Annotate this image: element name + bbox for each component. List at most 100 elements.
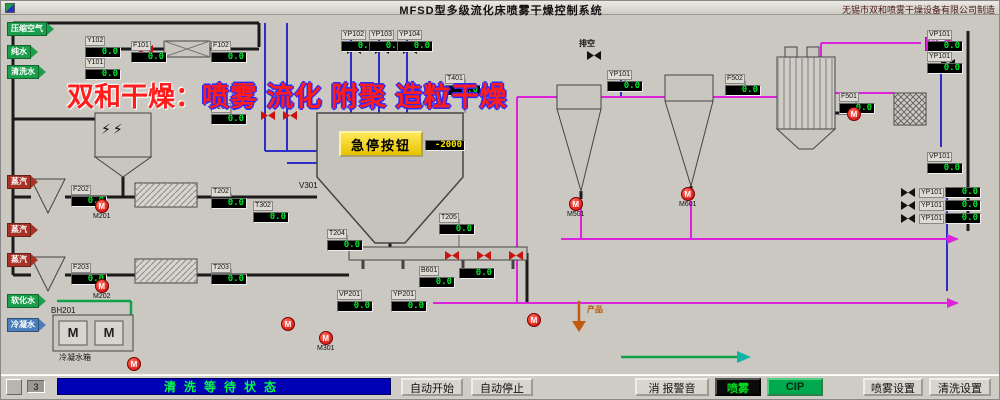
value-readout: 0.0 [439, 224, 475, 235]
product-label: 产品 [587, 305, 603, 314]
pump-tower-discharge[interactable]: M [847, 107, 861, 121]
tag-label: T202 [211, 187, 231, 197]
pump-icon: M [318, 331, 333, 345]
cip-mode-button[interactable]: CIP [767, 378, 823, 396]
pump-product[interactable]: M [527, 313, 541, 327]
callout-label: 软化水 [7, 293, 39, 308]
inlet-soft-water: 软化水 [7, 293, 46, 308]
window-title: MFSD型多级流化床喷雾干燥控制系统 [399, 5, 603, 17]
tag-label: B601 [419, 266, 440, 276]
auto-stop-button[interactable]: 自动停止 [471, 378, 533, 396]
emergency-stop-button[interactable]: 急停按钮 [339, 131, 423, 157]
value-readout: -2000 [425, 140, 465, 151]
callout-label: 蒸汽 [7, 252, 31, 267]
filter-bolt-icon: ⚡⚡ [101, 121, 125, 137]
pump-tag: M201 [93, 213, 111, 220]
valve-icon[interactable] [261, 111, 275, 120]
pump-tag: M202 [93, 293, 111, 300]
pump-tag: M301 [317, 345, 335, 352]
valve-icon[interactable] [901, 201, 915, 210]
value-readout: 0.0 [131, 52, 167, 63]
tag-label: T203 [211, 263, 231, 273]
value-readout: 0.0 [327, 240, 363, 251]
pump-icon: M [527, 313, 541, 327]
valve-icon[interactable] [477, 251, 491, 260]
spray-settings-button[interactable]: 喷雾设置 [863, 378, 923, 396]
tag-label: T204 [327, 229, 347, 239]
pump-feed-1[interactable]: M [281, 317, 295, 331]
callout-label: 蒸汽 [7, 222, 31, 237]
tag-label: YP201 [391, 290, 417, 300]
valve-icon[interactable] [283, 111, 297, 120]
tag-label: F501 [839, 92, 859, 102]
pump-icon: M [680, 187, 695, 201]
valve-icon[interactable] [901, 188, 915, 197]
title-bar: MFSD型多级流化床喷雾干燥控制系统 无锡市双和喷雾干燥设备有限公司制造 [1, 1, 999, 17]
value-readout: 0.0 [945, 213, 982, 224]
vent-label: 排空 [579, 39, 595, 48]
callout-label: 蒸汽 [7, 174, 31, 189]
valve-icon[interactable] [509, 251, 523, 260]
arrow-icon [39, 318, 46, 331]
mute-alarm-button[interactable]: 消 报警音 [635, 378, 709, 396]
callout-label: 清洗水 [7, 64, 39, 79]
tag-label: T201 [211, 103, 231, 113]
tag-label: YP102 [341, 30, 367, 40]
pump-icon: M [847, 107, 861, 121]
taskbar-icon[interactable] [6, 379, 22, 395]
pump-icon: M [127, 357, 141, 371]
valve-icon[interactable] [445, 251, 459, 260]
spray-mode-button[interactable]: 喷雾 [715, 378, 761, 396]
arrow-icon [31, 45, 38, 58]
inlet-steam-2: 蒸汽 [7, 222, 38, 237]
value-readout: 0.0 [211, 52, 247, 63]
value-readout: 0.0 [85, 47, 121, 58]
value-readout: 0.0 [927, 63, 963, 74]
auto-start-button[interactable]: 自动开始 [401, 378, 463, 396]
green-pipes [57, 299, 751, 363]
value-readout: 0.0 [445, 85, 481, 96]
arrow-icon [39, 65, 46, 78]
tag-label: YP101 [927, 52, 953, 62]
arrow-icon [31, 175, 38, 188]
pump-condensate[interactable]: M [127, 357, 141, 371]
value-readout: 0.0 [927, 163, 963, 174]
clean-settings-button[interactable]: 清洗设置 [929, 378, 991, 396]
inlet-condensate: 冷凝水 [7, 317, 46, 332]
value-readout: 0.0 [391, 301, 427, 312]
tag-label: VP101 [927, 30, 953, 40]
tag-label: F101 [131, 41, 151, 51]
tag-label: T401 [445, 74, 465, 84]
valve-icon[interactable] [587, 51, 601, 60]
value-readout: 0.0 [337, 301, 373, 312]
tag-label: Y102 [85, 36, 106, 46]
valve-icon[interactable] [901, 214, 915, 223]
value-readout: 0.0 [725, 85, 761, 96]
manufacturer-label: 无锡市双和喷雾干燥设备有限公司制造 [841, 5, 995, 15]
pump-tag: M501 [567, 211, 585, 218]
status-message: 清洗等待状态 [57, 378, 391, 395]
value-readout: 0.0 [253, 212, 289, 223]
tag-label: YP101 [919, 213, 945, 224]
tag-label: VP201 [337, 290, 363, 300]
inlet-pure-water: 纯水 [7, 44, 38, 59]
tag-label: YP101 [919, 187, 945, 198]
